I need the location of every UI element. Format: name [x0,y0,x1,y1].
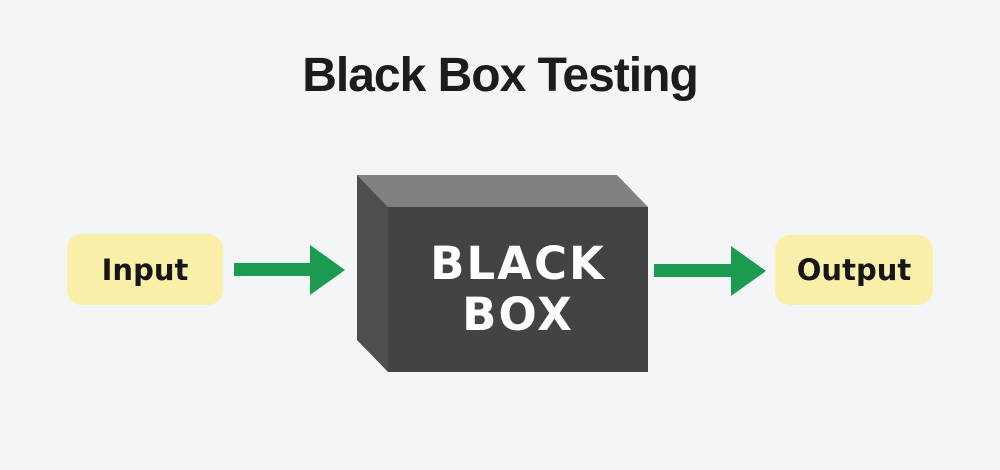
input-node: Input [67,234,223,305]
arrow-shaft [234,263,313,276]
black-box-3d [357,175,648,372]
arrow-box-to-output [654,246,766,296]
box-front-face [388,207,648,372]
black-box-label-line1: BLACK [430,237,606,291]
arrow-input-to-box [234,245,345,295]
arrow-shaft [654,264,733,277]
output-node: Output [775,235,933,305]
box-top-face [357,175,648,207]
diagram-title: Black Box Testing [302,49,699,102]
input-node-label: Input [101,252,189,287]
black-box-label: BLACK BOX [388,207,648,372]
output-node-label: Output [796,253,912,287]
right-arrow-icon [310,245,345,295]
black-box-label-line2: BOX [462,287,574,341]
right-arrow-icon [731,246,766,296]
box-left-face [357,175,388,372]
